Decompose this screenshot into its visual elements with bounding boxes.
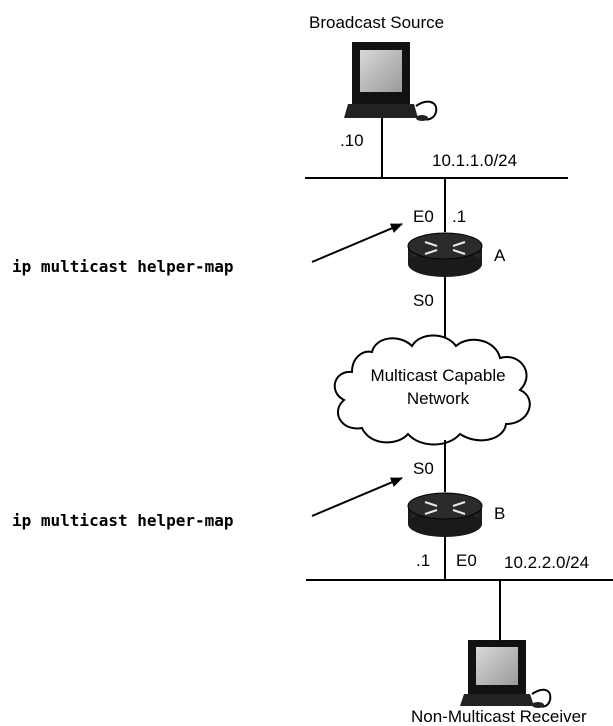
router-a-eth-if: E0 — [413, 207, 434, 226]
cloud-label-line2: Network — [407, 389, 470, 408]
router-b-serial-if: S0 — [413, 459, 434, 478]
cloud-label-line1: Multicast Capable — [370, 366, 505, 385]
subnet-bottom-label: 10.2.2.0/24 — [504, 553, 589, 572]
source-title: Broadcast Source — [309, 13, 444, 32]
router-a-icon — [407, 232, 483, 277]
router-b-eth-addr: .1 — [416, 551, 430, 570]
router-a-eth-addr: .1 — [452, 207, 466, 226]
router-b-eth-if: E0 — [456, 551, 477, 570]
router-b-icon — [407, 492, 483, 537]
receiver-workstation-icon — [460, 640, 552, 708]
source-workstation-icon — [344, 42, 438, 121]
router-b-arrow-icon — [311, 477, 403, 517]
router-a-serial-if: S0 — [413, 291, 434, 310]
receiver-title: Non-Multicast Receiver — [411, 707, 587, 726]
source-host-addr: .10 — [340, 131, 364, 150]
router-a-command: ip multicast helper-map — [12, 257, 234, 276]
subnet-top-label: 10.1.1.0/24 — [432, 151, 517, 170]
router-a-arrow-icon — [311, 223, 403, 263]
network-cloud-icon — [333, 334, 531, 446]
router-a-name: A — [494, 246, 506, 265]
router-b-command: ip multicast helper-map — [12, 511, 234, 530]
router-b-name: B — [494, 504, 505, 523]
